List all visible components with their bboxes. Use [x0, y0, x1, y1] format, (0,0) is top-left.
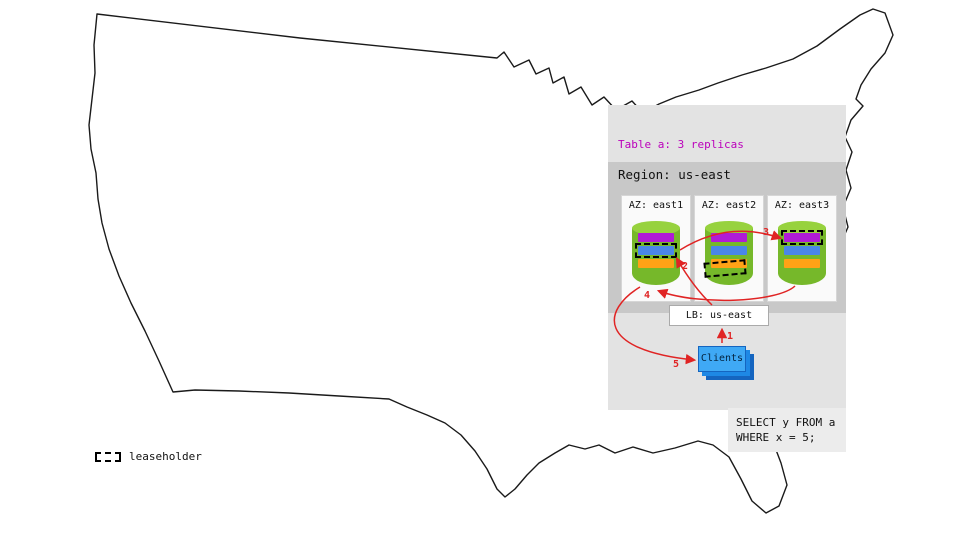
db-cylinder-east2	[705, 221, 753, 285]
arrow-number-1: 1	[727, 331, 734, 342]
db-cylinder-east1	[632, 221, 680, 285]
replica-bars	[781, 230, 823, 272]
replica-bars	[711, 233, 747, 272]
region-label: Region: us-east	[618, 167, 731, 182]
replica-bar-table-b-leaseholder	[711, 259, 747, 268]
az-box-east2: AZ: east2	[694, 195, 764, 302]
replica-bar-table-a-leaseholder	[781, 230, 823, 245]
arrow-number-3: 3	[763, 227, 770, 238]
leaseholder-key-label: leaseholder	[129, 450, 202, 463]
diagram-panel: Table a: 3 replicas Index a: 3 replicas …	[608, 105, 846, 410]
replica-bar-index-a	[711, 246, 747, 255]
sql-line-1: SELECT y FROM a	[736, 416, 836, 429]
az-box-east3: AZ: east3	[767, 195, 837, 302]
legend-item-table-a: Table a: 3 replicas	[618, 138, 744, 151]
replica-bar-table-b	[784, 259, 820, 268]
sql-line-2: WHERE x = 5;	[736, 431, 816, 444]
replica-bar-table-a	[638, 233, 674, 242]
az-box-east1: AZ: east1	[621, 195, 691, 302]
az-label-east3: AZ: east3	[774, 200, 830, 211]
replica-bar-index-a-leaseholder	[635, 243, 677, 258]
replica-bars	[635, 233, 677, 272]
replica-bar-table-b	[638, 259, 674, 268]
az-label-east1: AZ: east1	[628, 200, 684, 211]
load-balancer-box: LB: us-east	[669, 305, 769, 326]
db-cylinder-east3	[778, 221, 826, 285]
arrow-number-2: 2	[682, 261, 689, 272]
arrow-number-4: 4	[644, 290, 651, 301]
az-label-east2: AZ: east2	[701, 200, 757, 211]
arrow-number-5: 5	[673, 359, 680, 370]
replica-bar-index-a	[784, 246, 820, 255]
clients-box: Clients	[698, 346, 746, 372]
leaseholder-key: leaseholder	[95, 450, 202, 463]
leaseholder-dashed-swatch	[95, 451, 121, 462]
sql-query-box: SELECT y FROM a WHERE x = 5;	[728, 408, 846, 452]
replica-bar-table-a	[711, 233, 747, 242]
